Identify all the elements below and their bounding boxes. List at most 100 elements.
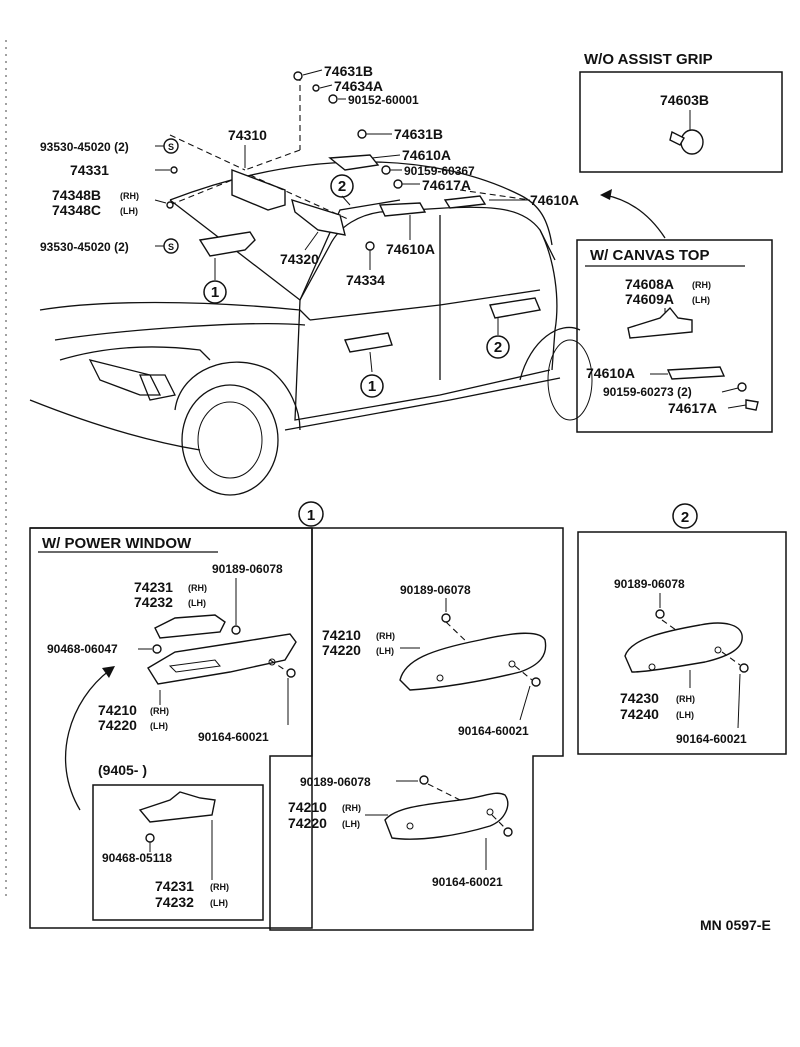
- label-74617A: 74617A: [422, 177, 471, 193]
- label-90164-r: 90164-60021: [676, 732, 747, 746]
- screw-dash: [269, 659, 289, 673]
- leader-90164-mid: [519, 685, 531, 721]
- bolt-icon: [170, 166, 178, 174]
- label-74631B-mid: 74631B: [394, 126, 443, 142]
- label-rh: (RH): [692, 280, 711, 290]
- hole-icon: [714, 646, 722, 654]
- screw-icon: [503, 827, 513, 837]
- label-rh: (RH): [150, 706, 169, 716]
- label-74610A: 74610A: [402, 147, 451, 163]
- screw-dash: [427, 783, 461, 801]
- armrest-slot: [168, 659, 221, 673]
- leader-top: [244, 75, 301, 171]
- c-pillar: [539, 229, 558, 371]
- label-74210-mid: 74210: [322, 627, 361, 643]
- screw-icon: [441, 613, 451, 623]
- power-arrow: [64, 669, 111, 811]
- label-93530-45020-top: 93530-45020 (2): [40, 140, 129, 154]
- label-74230: 74230: [620, 690, 659, 706]
- grip-74610A-top: [328, 154, 380, 171]
- door-lower: [294, 299, 551, 421]
- front-wheel-hub: [197, 401, 263, 479]
- canvas-top-title: W/ CANVAS TOP: [590, 247, 709, 264]
- label-90189-mid: 90189-06078: [400, 583, 471, 597]
- label-74220-low: 74220: [288, 815, 327, 831]
- clip-icon: [357, 129, 367, 139]
- diagram-code: MN 0597-E: [700, 917, 771, 933]
- hole-icon: [268, 658, 276, 666]
- s-mark-label: S: [168, 242, 174, 252]
- canvas-grip-icon: [666, 366, 726, 380]
- label-90164-60021: 90164-60021: [198, 730, 269, 744]
- section-1-label: 1: [307, 507, 315, 524]
- grip-74610A: [378, 202, 427, 217]
- rear-wheel: [547, 339, 593, 421]
- screw-dash: [721, 651, 741, 666]
- fog-light: [139, 374, 176, 401]
- label-74603B: 74603B: [660, 92, 709, 108]
- label-rh: (RH): [342, 803, 361, 813]
- bumper: [29, 399, 201, 451]
- rear-wheel-arch: [519, 326, 581, 381]
- label-74232: 74232: [134, 594, 173, 610]
- callouts-car: [203, 174, 510, 398]
- canvas-bracket-icon: [627, 306, 693, 339]
- label-74334: 74334: [346, 272, 385, 288]
- hole-icon: [406, 822, 414, 830]
- label-90189-low: 90189-06078: [300, 775, 371, 789]
- clip-icon: [293, 71, 303, 81]
- arrow-head: [102, 666, 115, 678]
- label-74310: 74310: [228, 127, 267, 143]
- label-90189-06078: 90189-06078: [212, 562, 283, 576]
- label-74331: 74331: [70, 162, 109, 178]
- label-74220: 74220: [98, 717, 137, 733]
- label-rh: (RH): [188, 583, 207, 593]
- armrest-74230: [624, 622, 743, 673]
- assist-grip-front: [198, 231, 256, 257]
- front-wheel: [181, 384, 279, 496]
- label-74320: 74320: [280, 251, 319, 267]
- label-93530-45020-bottom: 93530-45020 (2): [40, 240, 129, 254]
- hole-icon: [486, 808, 494, 816]
- label-lh: (LH): [188, 598, 206, 608]
- leader-90164-r: [737, 673, 741, 729]
- label-leaders: [154, 69, 528, 373]
- armrest-74210-power: [147, 633, 297, 685]
- screw-dash: [661, 619, 691, 641]
- callout-1: 1: [368, 378, 376, 395]
- s-mark-label: S: [168, 142, 174, 152]
- label-74220-mid: 74220: [322, 642, 361, 658]
- bolt-icon: [166, 201, 174, 209]
- label-rh: (RH): [210, 882, 229, 892]
- armrest-74210-low: [384, 792, 509, 840]
- screw-icon: [419, 775, 429, 785]
- hole-icon: [648, 663, 656, 671]
- label-74210-low: 74210: [288, 799, 327, 815]
- armrest-74210-mid: [399, 632, 547, 691]
- section-2-circle: [672, 503, 698, 529]
- label-90189-r: 90189-06078: [614, 577, 685, 591]
- car-roof: [169, 161, 553, 246]
- label-74617A-canvas: 74617A: [668, 400, 717, 416]
- rear-door-frame: [444, 206, 556, 261]
- clip-icon: [145, 833, 155, 843]
- label-lh: (LH): [692, 295, 710, 305]
- headlight: [88, 359, 162, 396]
- wheel-arch: [174, 361, 301, 431]
- canvas-top-box: [576, 239, 773, 433]
- leader-visor: [169, 134, 351, 221]
- section-1-circle: [298, 501, 324, 527]
- label-90468-06047: 90468-06047: [47, 642, 118, 656]
- hardware-symbols: [163, 71, 403, 254]
- grip-rear: [443, 195, 487, 209]
- label-lh: (LH): [120, 206, 138, 216]
- label-74634A: 74634A: [334, 78, 383, 94]
- label-lh: (LH): [210, 898, 228, 908]
- clip-icon: [365, 241, 375, 251]
- screw-icon: [739, 663, 749, 673]
- clip-icon: [745, 399, 759, 411]
- screw-dash: [514, 665, 533, 681]
- door-armrest-1: [344, 332, 393, 353]
